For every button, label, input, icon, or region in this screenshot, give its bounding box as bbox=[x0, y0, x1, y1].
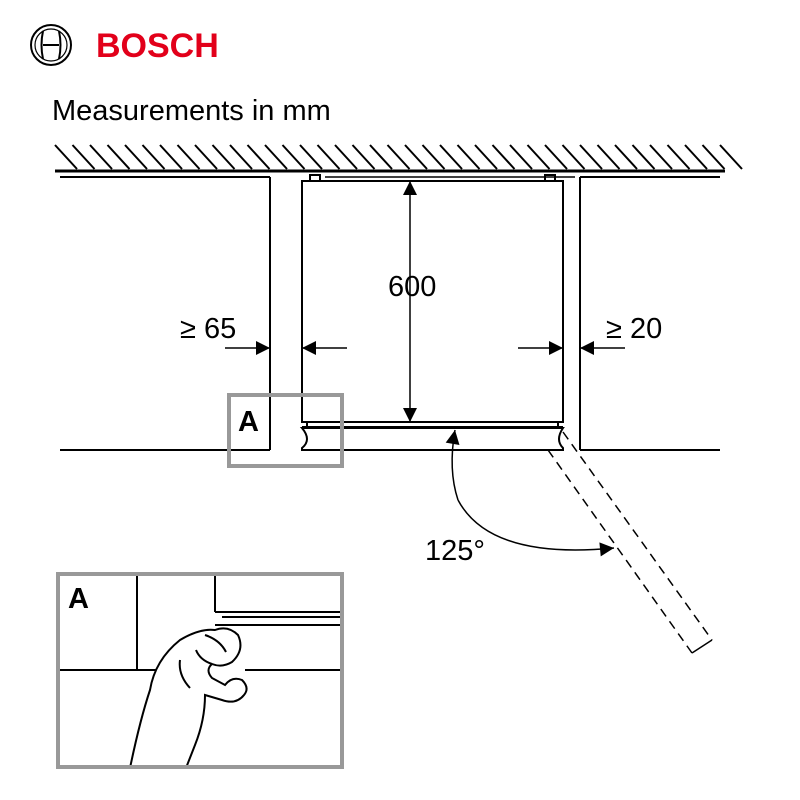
hatch-stroke bbox=[264, 144, 288, 170]
hand-illustration bbox=[129, 627, 248, 769]
ceiling-hatch bbox=[54, 144, 743, 170]
hatch-stroke bbox=[684, 144, 708, 170]
left-cabinet bbox=[60, 176, 271, 451]
detail-callout-label: A bbox=[238, 406, 259, 438]
hatch-stroke bbox=[649, 144, 673, 170]
hatch-stroke bbox=[159, 144, 183, 170]
detail-callout-frame bbox=[227, 393, 344, 468]
hatch-stroke bbox=[491, 144, 516, 170]
appliance-door bbox=[299, 427, 565, 451]
hatch-stroke bbox=[719, 144, 743, 170]
right-gap-label: ≥ 20 bbox=[606, 313, 662, 345]
page-title: Measurements in mm bbox=[52, 95, 331, 127]
hatch-stroke bbox=[701, 144, 726, 170]
appliance bbox=[299, 174, 575, 451]
hatch-stroke bbox=[474, 144, 498, 170]
hatch-stroke bbox=[89, 144, 113, 170]
open-door-outline bbox=[547, 431, 713, 654]
door-angle-label: 125° bbox=[425, 535, 485, 567]
hatch-stroke bbox=[386, 144, 411, 170]
left-gap-label: ≥ 65 bbox=[180, 313, 236, 345]
hatch-stroke bbox=[229, 144, 253, 170]
hatch-stroke bbox=[281, 144, 306, 170]
hatch-stroke bbox=[614, 144, 638, 170]
hatch-stroke bbox=[176, 144, 201, 170]
hatch-stroke bbox=[194, 144, 218, 170]
hatch-stroke bbox=[71, 144, 96, 170]
hatch-stroke bbox=[666, 144, 691, 170]
height-label: 600 bbox=[388, 271, 436, 303]
hatch-stroke bbox=[299, 144, 323, 170]
hatch-stroke bbox=[124, 144, 148, 170]
hatch-stroke bbox=[316, 144, 341, 170]
right-cabinet bbox=[579, 176, 720, 451]
hatch-stroke bbox=[334, 144, 358, 170]
hatch-stroke bbox=[456, 144, 481, 170]
bosch-logo bbox=[30, 24, 72, 66]
hatch-stroke bbox=[369, 144, 393, 170]
hatch-stroke bbox=[404, 144, 428, 170]
detail-label: A bbox=[68, 583, 89, 615]
hatch-stroke bbox=[246, 144, 271, 170]
hatch-stroke bbox=[54, 144, 78, 170]
hatch-stroke bbox=[631, 144, 656, 170]
door-angle-arc bbox=[445, 429, 615, 557]
hatch-stroke bbox=[439, 144, 463, 170]
hatch-stroke bbox=[544, 144, 568, 170]
hatch-stroke bbox=[579, 144, 603, 170]
hatch-stroke bbox=[596, 144, 621, 170]
hatch-stroke bbox=[421, 144, 446, 170]
hatch-stroke bbox=[509, 144, 533, 170]
hatch-stroke bbox=[141, 144, 166, 170]
hatch-stroke bbox=[211, 144, 236, 170]
hatch-stroke bbox=[106, 144, 131, 170]
hatch-stroke bbox=[351, 144, 376, 170]
hatch-stroke bbox=[526, 144, 551, 170]
detail-panel bbox=[56, 572, 344, 769]
brand-name: BOSCH bbox=[96, 27, 219, 65]
hatch-stroke bbox=[561, 144, 586, 170]
